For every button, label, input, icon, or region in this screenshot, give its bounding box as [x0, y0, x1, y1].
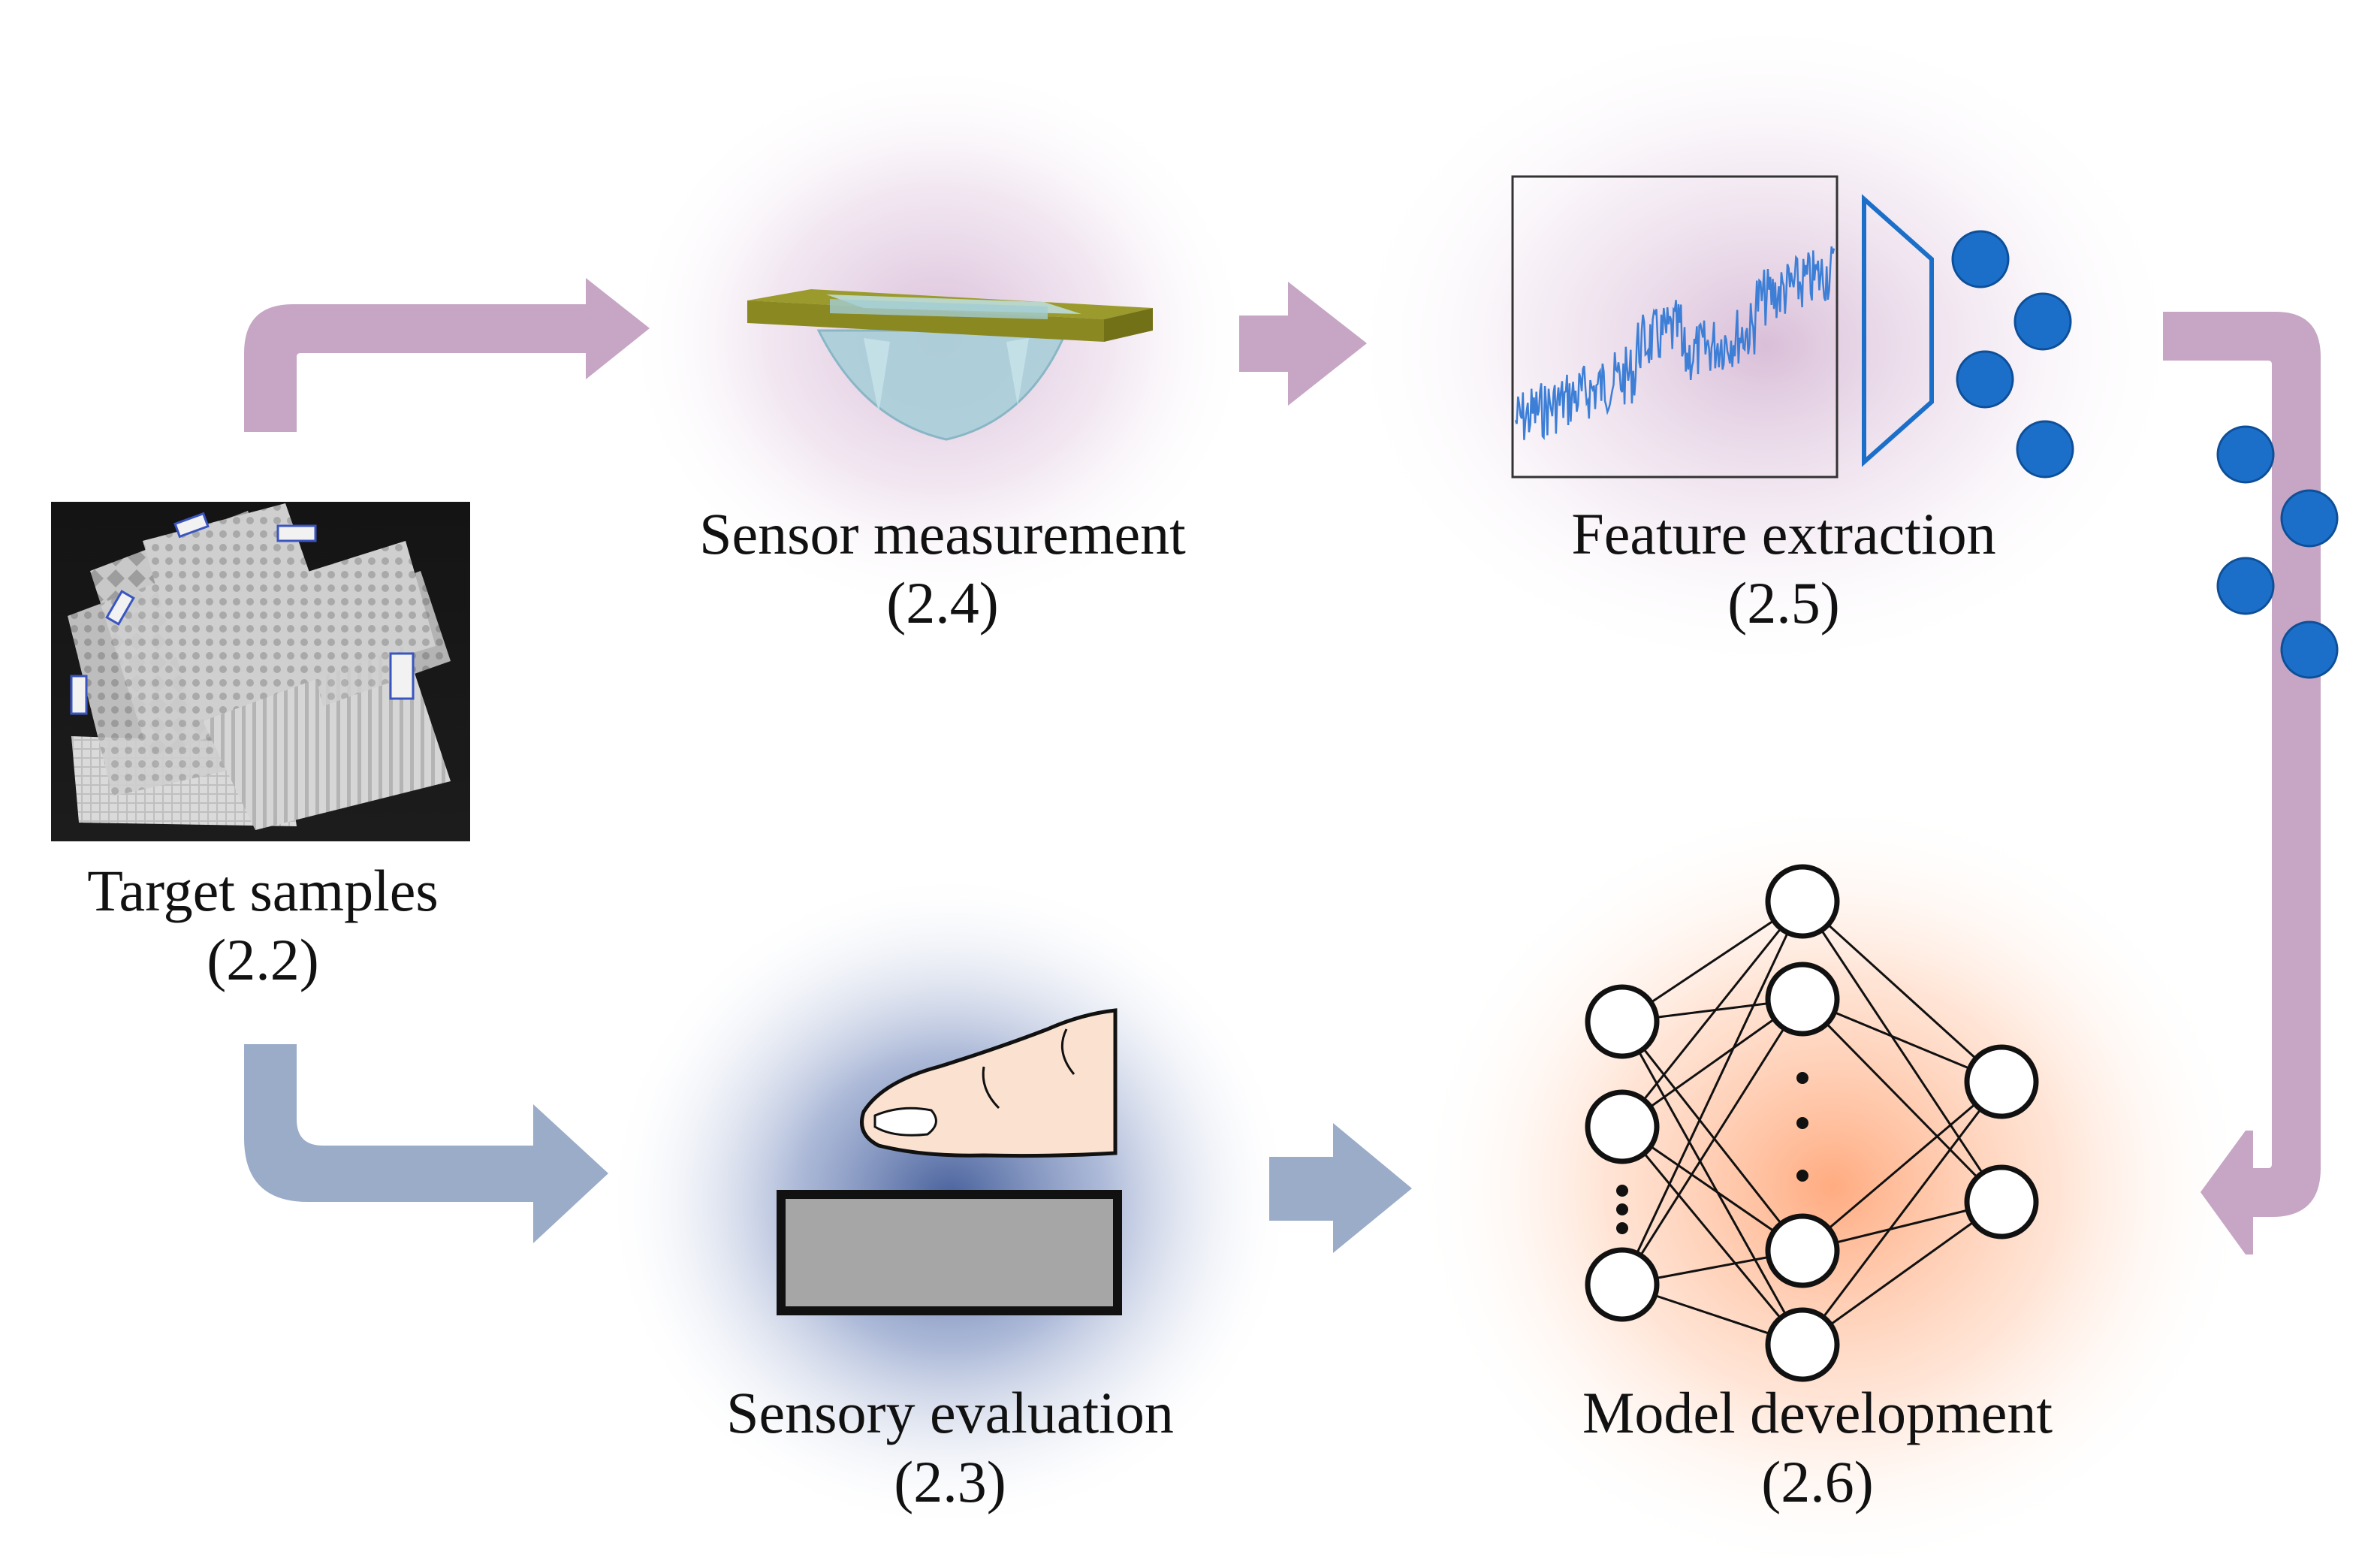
feature-dot — [2016, 420, 2074, 479]
nn-connection — [1621, 901, 1804, 1285]
nn-connection — [1802, 1080, 2002, 1252]
nn-connection — [1621, 901, 1804, 1128]
nn-node — [1765, 864, 1840, 939]
feature-ref: (2.5) — [1727, 570, 1840, 636]
nn-node — [1964, 1164, 2039, 1239]
nn-ellipsis-dot — [1616, 1222, 1628, 1234]
sensory-ref: (2.3) — [894, 1449, 1006, 1514]
label-model-development: Model development (2.6) — [1510, 1378, 2125, 1517]
feature-dot — [2216, 425, 2275, 484]
sensory-title: Sensory evaluation — [726, 1380, 1174, 1445]
nn-connection — [1621, 1126, 1804, 1345]
nn-ellipsis-dot — [1796, 1170, 1808, 1182]
feature-dot — [2280, 489, 2339, 548]
nn-node — [1585, 1089, 1660, 1164]
arrow-sensor-to-feature — [1239, 282, 1367, 406]
nn-connection — [1621, 1021, 1804, 1251]
tactile-sensor-icon — [747, 289, 1153, 441]
finger-icon — [860, 1008, 1118, 1158]
nn-node — [1765, 962, 1840, 1037]
target-ref: (2.2) — [207, 927, 319, 992]
label-target-samples: Target samples (2.2) — [34, 856, 492, 995]
encoder-icon — [1862, 194, 1934, 467]
sample-sheets-photo — [51, 502, 470, 841]
label-sensory-evaluation: Sensory evaluation (2.3) — [653, 1378, 1247, 1517]
nn-ellipsis-dot — [1616, 1185, 1628, 1197]
feature-dot — [2280, 620, 2339, 679]
neural-network-icon — [1585, 864, 2039, 1382]
nn-connection — [1801, 900, 2003, 1083]
feature-dot — [2216, 557, 2275, 615]
feature-glow — [1344, 15, 2185, 676]
nn-ellipsis-dot — [1616, 1203, 1628, 1215]
flowing-feature-dots — [2216, 425, 2339, 679]
sensor-title: Sensor measurement — [699, 501, 1186, 566]
signal-trace — [1514, 246, 1836, 440]
target-title: Target samples — [87, 858, 439, 923]
nn-connection — [1621, 1021, 1804, 1345]
nn-connection — [1801, 998, 2003, 1203]
nn-connection — [1621, 998, 1804, 1285]
model-ref: (2.6) — [1761, 1449, 1874, 1514]
feature-dot — [1951, 230, 2010, 288]
arrow-sensory-to-model — [1269, 1123, 1412, 1253]
feature-dot — [2013, 292, 2072, 351]
sensor-ref: (2.4) — [886, 570, 999, 636]
feature-title: Feature extraction — [1571, 501, 1996, 566]
nn-node — [1765, 1307, 1840, 1382]
label-feature-extraction: Feature extraction (2.5) — [1491, 500, 2077, 638]
label-sensor-measurement: Sensor measurement (2.4) — [646, 500, 1239, 638]
nn-connection — [1802, 1200, 2002, 1346]
signal-plot — [1511, 175, 1839, 479]
nn-node — [1964, 1044, 2039, 1119]
nn-connection — [1801, 1081, 2003, 1345]
nn-ellipsis-dot — [1796, 1072, 1808, 1084]
model-title: Model development — [1582, 1380, 2053, 1445]
arrow-feature-to-model — [2163, 312, 2321, 1255]
touch-block — [777, 1190, 1122, 1315]
feature-dots — [1951, 230, 2074, 479]
nn-ellipsis-dot — [1796, 1117, 1808, 1129]
arrow-target-to-sensor — [244, 278, 650, 432]
feature-dot — [1956, 350, 2014, 409]
nn-node — [1585, 1247, 1660, 1322]
nn-node — [1585, 984, 1660, 1059]
arrow-target-to-sensory — [244, 1044, 608, 1243]
nn-node — [1765, 1213, 1840, 1288]
nn-connection — [1801, 901, 2003, 1203]
